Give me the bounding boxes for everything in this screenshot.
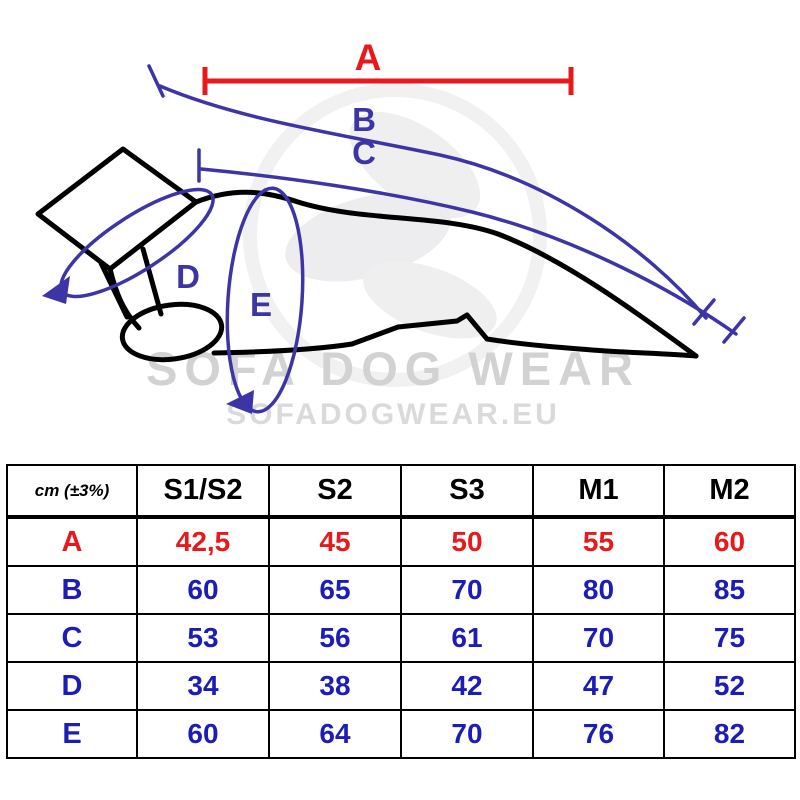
size-col-header: S2: [268, 464, 402, 519]
size-value: 70: [400, 565, 534, 615]
e-arrowhead-icon: [226, 390, 254, 414]
size-value: 70: [532, 613, 665, 663]
table-row: C 53 56 61 70 75: [6, 613, 796, 663]
size-value: 85: [663, 565, 796, 615]
size-table-header-row: cm (±3%) S1/S2 S2 S3 M1 M2: [6, 464, 796, 519]
label-d: D: [176, 258, 200, 295]
size-col-header: M2: [663, 464, 796, 519]
size-value: 50: [400, 516, 534, 567]
row-label: C: [6, 613, 138, 663]
size-value: 55: [532, 516, 665, 567]
watermark-text-url: SOFADOGWEAR.EU: [226, 398, 560, 431]
unit-header: cm (±3%): [6, 464, 138, 519]
size-value: 64: [268, 709, 402, 759]
size-value: 42: [400, 661, 534, 711]
size-value: 60: [663, 516, 796, 567]
dog-coat-diagram-svg: SOFA DOG WEAR SOFADOGWEAR.EU: [35, 37, 746, 431]
d-arrowhead-icon: [42, 276, 70, 304]
size-value: 82: [663, 709, 796, 759]
table-row: E 60 64 70 76 82: [6, 709, 796, 759]
size-table: cm (±3%) S1/S2 S2 S3 M1 M2 A 42,5 45 50 …: [6, 464, 796, 759]
size-value: 70: [400, 709, 534, 759]
row-label: E: [6, 709, 138, 759]
size-col-header: M1: [532, 464, 665, 519]
size-value: 56: [268, 613, 402, 663]
label-b: B: [352, 101, 376, 138]
row-label: D: [6, 661, 138, 711]
size-value: 38: [268, 661, 402, 711]
size-value: 61: [400, 613, 534, 663]
size-value: 47: [532, 661, 665, 711]
size-col-header: S3: [400, 464, 534, 519]
size-value: 65: [268, 565, 402, 615]
table-row: B 60 65 70 80 85: [6, 565, 796, 615]
row-label: B: [6, 565, 138, 615]
size-col-header: S1/S2: [136, 464, 270, 519]
size-value: 52: [663, 661, 796, 711]
size-value: 60: [136, 709, 270, 759]
label-a: A: [355, 37, 382, 78]
measurement-e-loop: [225, 186, 305, 414]
size-value: 42,5: [136, 516, 270, 567]
size-value: 76: [532, 709, 665, 759]
size-value: 75: [663, 613, 796, 663]
table-row: A 42,5 45 50 55 60: [6, 516, 796, 567]
size-value: 80: [532, 565, 665, 615]
row-label: A: [6, 516, 138, 567]
front-leg-opening: [119, 301, 225, 363]
size-value: 45: [268, 516, 402, 567]
size-value: 53: [136, 613, 270, 663]
label-e: E: [250, 286, 272, 323]
measurement-d-loop: [42, 187, 215, 304]
measurement-c-curve: [197, 148, 746, 344]
garment-measurement-diagram: SOFA DOG WEAR SOFADOGWEAR.EU: [35, 37, 746, 431]
size-value: 60: [136, 565, 270, 615]
size-value: 34: [136, 661, 270, 711]
table-row: D 34 38 42 47 52: [6, 661, 796, 711]
label-c: C: [352, 134, 376, 171]
measurement-a-line: [202, 67, 574, 95]
